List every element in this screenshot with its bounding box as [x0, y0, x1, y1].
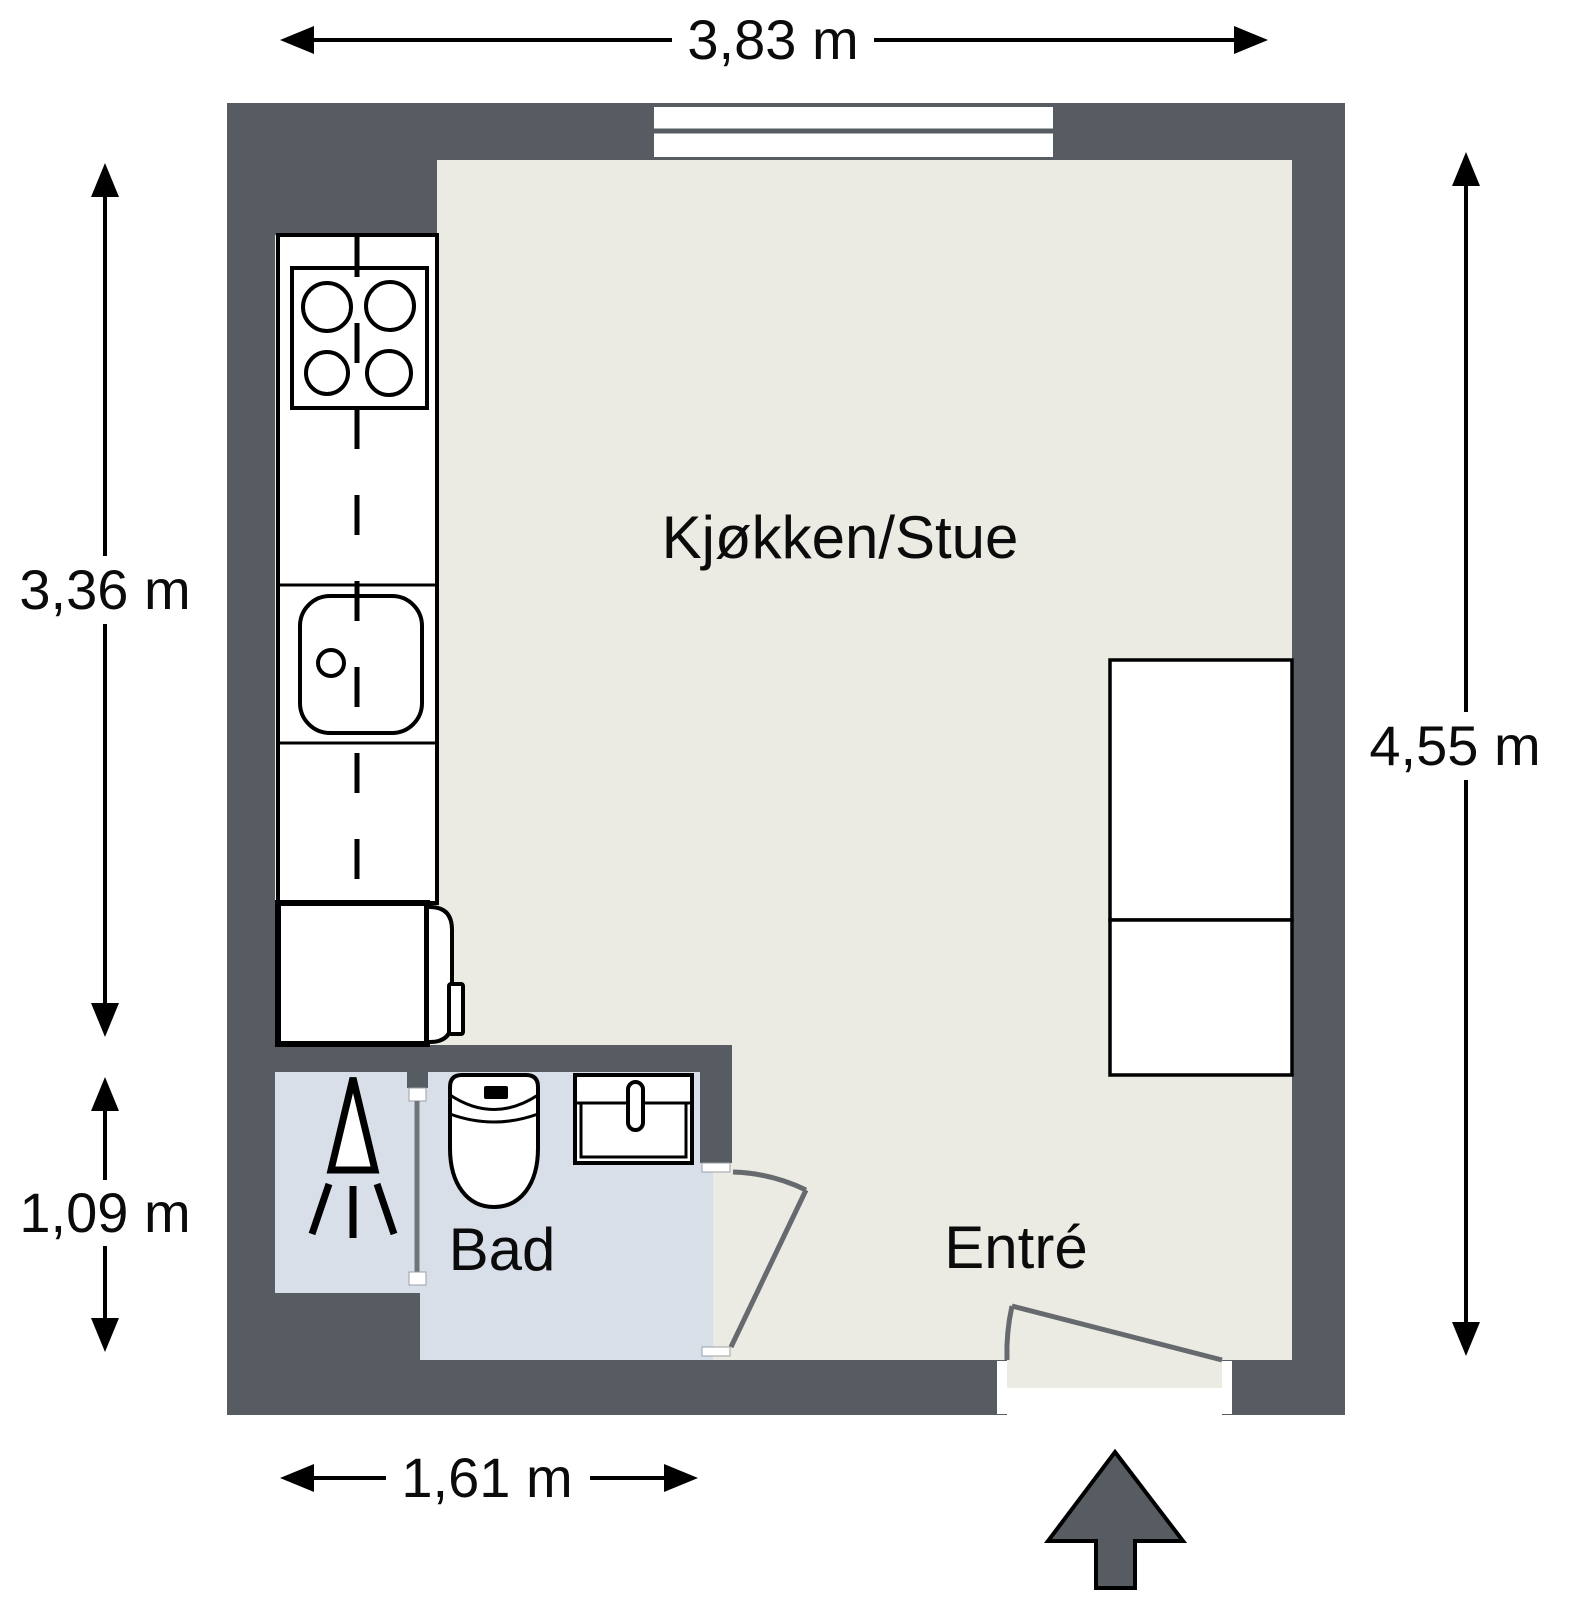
wardrobes — [1108, 658, 1294, 1077]
flush-button — [484, 1086, 508, 1099]
entrance-arrow-icon — [1043, 1448, 1188, 1590]
entry-door-leaf — [1011, 1303, 1223, 1363]
room-label-entry: Entré — [944, 1214, 1087, 1281]
wall-stub-bath-door — [700, 1072, 732, 1163]
wall-niche-top-left — [275, 160, 437, 235]
shower-icon — [308, 1077, 398, 1238]
dimension-label-left-upper: 3,36 m — [19, 558, 190, 621]
dimension-left-upper — [91, 163, 119, 1037]
entry-door-opening — [1007, 1388, 1222, 1415]
entry-door-jamb-left — [997, 1361, 1007, 1414]
bathroom-door — [701, 1162, 809, 1357]
bathroom-door-jamb-top — [701, 1162, 731, 1173]
dimension-right — [1452, 152, 1480, 1356]
room-label-kitchen-living: Kjøkken/Stue — [662, 504, 1019, 571]
wall-kitchen-bath — [275, 1045, 732, 1072]
dimension-label-bottom: 1,61 m — [401, 1446, 572, 1509]
dimension-label-left-lower: 1,09 m — [19, 1181, 190, 1244]
wardrobe-small — [1108, 918, 1294, 1077]
toilet-icon — [448, 1073, 540, 1210]
wardrobe-large — [1108, 658, 1294, 922]
shower-screen — [407, 1072, 428, 1286]
refrigerator-icon — [275, 900, 465, 1047]
bathroom-door-jamb-bottom — [701, 1346, 731, 1357]
entry-door — [997, 1303, 1232, 1415]
dimension-left-lower — [91, 1077, 119, 1352]
dimension-label-top: 3,83 m — [687, 8, 858, 71]
bathroom-door-leaf — [728, 1188, 809, 1349]
dimension-bottom — [280, 1464, 698, 1492]
wall-below-shower — [275, 1293, 420, 1360]
bathroom-door-swing-arc — [732, 1169, 808, 1193]
kitchen-sink-icon — [298, 594, 424, 735]
window-icon — [652, 105, 1055, 159]
stove-icon — [290, 266, 429, 410]
entry-door-threshold — [1007, 1360, 1222, 1388]
entry-door-jamb-right — [1222, 1361, 1232, 1414]
bathroom-sink-icon — [573, 1073, 694, 1165]
dimension-label-right: 4,55 m — [1369, 714, 1540, 777]
dimension-top — [280, 26, 1268, 54]
room-label-bathroom: Bad — [449, 1216, 556, 1283]
